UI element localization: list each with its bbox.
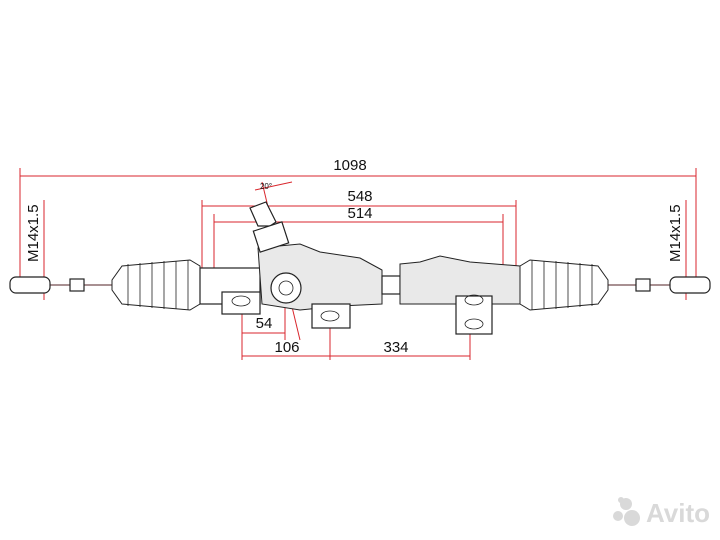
- bellows-right: [519, 259, 609, 311]
- mount-hole-left: [231, 295, 251, 307]
- angle-arc-line: [254, 181, 293, 191]
- offset-106-label: 106: [274, 339, 299, 356]
- tie-rod-end-left: [9, 276, 51, 294]
- thread-right-label: M14x1.5: [667, 204, 684, 262]
- mount-hole-right-lower: [464, 318, 484, 330]
- offset-54-label: 54: [256, 315, 273, 332]
- tie-rod-nut-left: [69, 278, 85, 292]
- bottom-mount-hole: [320, 310, 340, 322]
- offset-334-label: 334: [383, 339, 408, 356]
- avito-logo-icon: [613, 497, 640, 526]
- thread-left-label: M14x1.5: [25, 204, 42, 262]
- steering-rack: [9, 201, 711, 335]
- housing-right: [399, 255, 521, 305]
- tie-rod-nut-right: [635, 278, 651, 292]
- bellows-left: [111, 259, 201, 311]
- mount-bracket-left: [221, 291, 261, 315]
- avito-watermark: Avito: [613, 497, 710, 528]
- avito-watermark-text: Avito: [646, 498, 710, 528]
- rack-tube: [381, 275, 401, 295]
- tie-rod-end-right: [669, 276, 711, 294]
- pinion-angle-label: 20°: [260, 182, 272, 191]
- bottom-mount: [311, 303, 351, 329]
- pinion-shaft: [249, 201, 277, 227]
- span-548-label: 548: [347, 188, 372, 205]
- pinion-boss: [270, 272, 302, 304]
- mount-bracket-right: [455, 295, 493, 335]
- span-514-label: 514: [347, 205, 372, 222]
- mount-hole-right: [464, 294, 484, 306]
- pinion-collar: [252, 221, 290, 253]
- pinion-bore: [278, 280, 294, 296]
- overall-length-label: 1098: [333, 157, 366, 174]
